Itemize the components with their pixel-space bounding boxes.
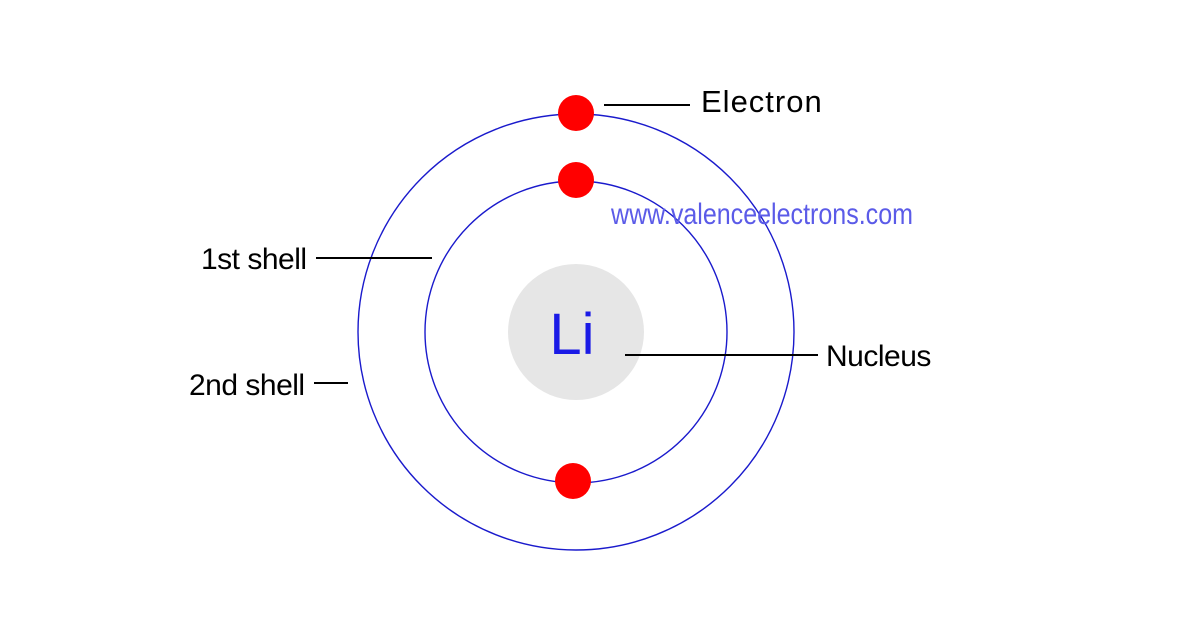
electron-first-shell-top [558,162,594,198]
electron-label: Electron [701,84,823,119]
element-symbol: Li [549,302,594,367]
first-shell-label: 1st shell [201,243,307,276]
nucleus-label: Nucleus [826,340,931,373]
nucleus [508,264,644,400]
second-shell-label: 2nd shell [189,369,305,402]
electron-first-shell-bottom [555,463,591,499]
electron-second-shell-top [558,95,594,131]
watermark-url: www.valenceelectrons.com [610,198,913,231]
